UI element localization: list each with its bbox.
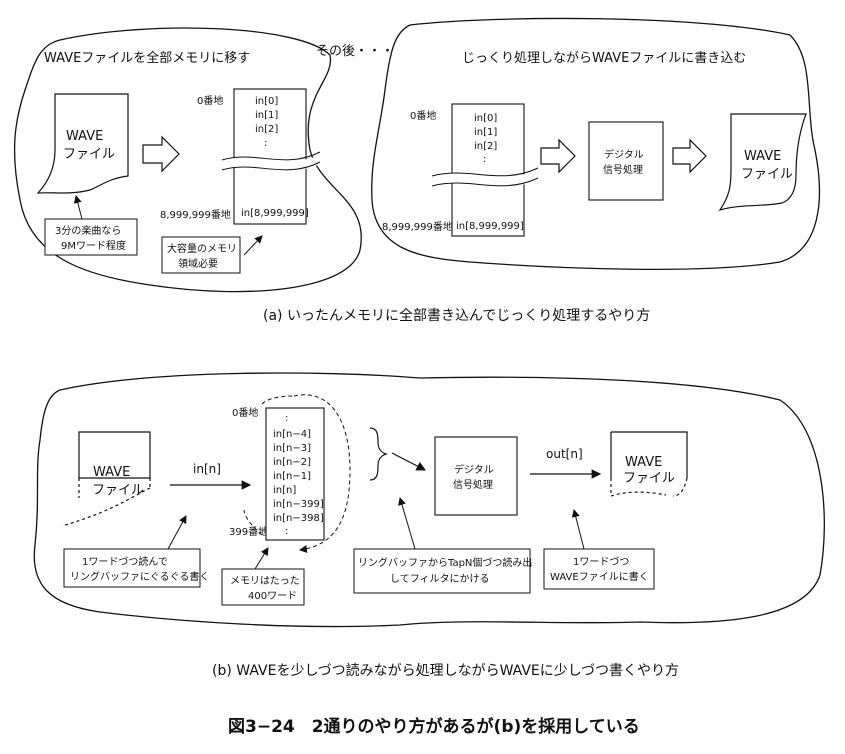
panel-a-left-mem-cell-3: : [264, 138, 267, 149]
panel-a-left-break-band [226, 155, 320, 171]
panel-a-wave-file-dest [718, 113, 807, 212]
panel-a-left-memory-column [233, 88, 307, 225]
panel-b-note-memory-line2: 400ワード [248, 591, 297, 602]
panel-b-buffer-cell-3: in[n−2] [273, 457, 311, 468]
panel-b-note-read [63, 548, 201, 588]
panel-b-note-filter-line2: してフィルタにかける [390, 573, 490, 585]
panel-b-wave-file-source-line2: ファイル [92, 483, 144, 498]
panel-b-buffer-cell-7: in[n−398] [273, 513, 324, 524]
panel-b-input-label: in[n] [193, 462, 221, 476]
panel-b-note-memory-line1: メモリはたった [230, 575, 300, 587]
panel-b-note-read-pointer [167, 515, 187, 550]
panel-a-left-addr-last: 8,999,999番地 [160, 208, 231, 221]
panel-a-then-label: その後・・・ [316, 44, 394, 59]
panel-b-wave-file-dest-line1: WAVE [625, 455, 662, 470]
panel-a-left-addr-zero: 0番地 [197, 94, 223, 107]
panel-b-buffer-cell-2: in[n−3] [273, 443, 311, 454]
panel-a-right-addr-last: 8,999,999番地 [382, 220, 453, 233]
panel-b-note-write [543, 548, 655, 590]
panel-b-note-write-pointer [571, 509, 585, 550]
panel-b-output-label: out[n] [546, 447, 583, 461]
panel-a-note-memory [161, 236, 241, 274]
panel-a-hollow-arrow-1 [142, 135, 180, 173]
panel-b-note-write-line1: 1ワードづつ [573, 556, 629, 568]
panel-a-note-music-line2: 9Mワード程度 [61, 239, 126, 252]
panel-a-wave-file-source [36, 93, 129, 194]
panel-b-note-read-line1: 1ワードづつ読んで [82, 555, 168, 568]
panel-a-right-memory-column [451, 103, 525, 237]
panel-b-buffer-cell-0: : [285, 413, 288, 424]
panel-b-buffer-cell-8: : [285, 526, 288, 537]
panel-a-right-title: じっくり処理しながらWAVEファイルに書き込む [462, 51, 746, 66]
panel-a-right-cloud [371, 17, 821, 270]
panel-a-right-mem-cell-0: in[0] [474, 113, 497, 124]
figure-caption: 図3−24 2通りのやり方があるが(b)を採用している [228, 716, 640, 737]
panel-b-brace-arrow [391, 452, 427, 471]
panel-b-buffer-cell-1: in[n−4] [273, 429, 311, 440]
panel-b-wrap-arrow-left [243, 509, 263, 536]
panel-b-ring-buffer [265, 407, 325, 541]
panel-b-dsp-box [434, 436, 518, 516]
panel-b-addr-zero: 0番地 [232, 406, 258, 419]
panel-a-wave-file-source-line2: ファイル [63, 147, 115, 162]
panel-b-wave-file-dest-line2: ファイル [623, 471, 675, 486]
panel-a-note-music-pointer [73, 195, 83, 220]
panel-a-note-memory-line1: 大容量のメモリ [167, 242, 237, 255]
panel-a-left-mem-last: in[8,999,999] [241, 208, 309, 219]
panel-b-note-write-line2: WAVEファイルに書く [550, 570, 649, 583]
panel-b-wave-file-source-line1: WAVE [93, 465, 130, 480]
panel-b-addr-last: 399番地 [229, 525, 268, 538]
panel-a-left-title: WAVEファイルを全部メモリに移す [44, 50, 250, 66]
panel-a-wave-file-dest-line1: WAVE [744, 149, 781, 164]
panel-a-right-mem-cell-3: : [483, 154, 486, 165]
panel-b-note-filter-line1: リングバッファからTapN個づつ読み出 [358, 556, 532, 569]
panel-a-left-cloud [13, 27, 362, 293]
panel-a-right-addr-zero: 0番地 [410, 109, 436, 122]
panel-a-right-mem-last: in[8,999,999] [456, 221, 524, 232]
panel-a-left-mem-cell-1: in[1] [255, 110, 278, 121]
panel-a-dsp-line1: デジタル [604, 148, 644, 161]
panel-a-note-music [44, 218, 138, 256]
panel-a-note-memory-pointer [243, 235, 263, 256]
panel-b-note-filter-pointer [398, 497, 416, 550]
panel-b-buffer-cell-4: in[n−1] [273, 471, 311, 482]
panel-a-wave-file-dest-line2: ファイル [741, 167, 793, 182]
panel-a-hollow-arrow-3 [672, 138, 707, 174]
panel-b-dsp-line2: 信号処理 [453, 478, 493, 491]
panel-b-note-memory [221, 568, 305, 606]
panel-b-wave-file-dest [611, 431, 688, 478]
panel-a-left-mem-cell-0: in[0] [255, 96, 278, 107]
panel-b-note-memory-pointer [254, 547, 269, 570]
panel-a-left-mem-cell-2: in[2] [255, 124, 278, 135]
panel-a-right-break-band [436, 170, 538, 187]
panel-a-note-music-line1: 3分の楽曲なら [55, 224, 121, 237]
panel-b-wrap-arrow-right [293, 394, 351, 553]
panel-a-note-memory-line2: 領域必要 [178, 257, 218, 270]
panel-b-note-read-line2: リングバッファにぐるぐる書く [70, 570, 209, 583]
panel-b-buffer-cell-5: in[n] [273, 485, 296, 496]
panel-b-note-filter [353, 548, 531, 594]
panel-b-cloud [33, 372, 825, 628]
panel-a-hollow-arrow-2 [540, 138, 576, 174]
panel-b-dsp-line1: デジタル [454, 463, 494, 476]
panel-a-caption: (a) いったんメモリに全部書き込んでじっくり処理するやり方 [263, 307, 650, 324]
panel-a-wave-file-source-line1: WAVE [66, 129, 103, 144]
panel-a-right-mem-cell-2: in[2] [474, 141, 497, 152]
panel-a-dsp-line2: 信号処理 [603, 163, 643, 176]
panel-a-right-mem-cell-1: in[1] [474, 127, 497, 138]
panel-b-tap-brace [369, 427, 388, 481]
panel-a-dsp-box [588, 121, 664, 201]
panel-b-caption: (b) WAVEを少しづつ読みながら処理しながらWAVEに少しづつ書くやり方 [212, 662, 679, 679]
panel-b-buffer-cell-6: in[n−399] [273, 499, 324, 510]
